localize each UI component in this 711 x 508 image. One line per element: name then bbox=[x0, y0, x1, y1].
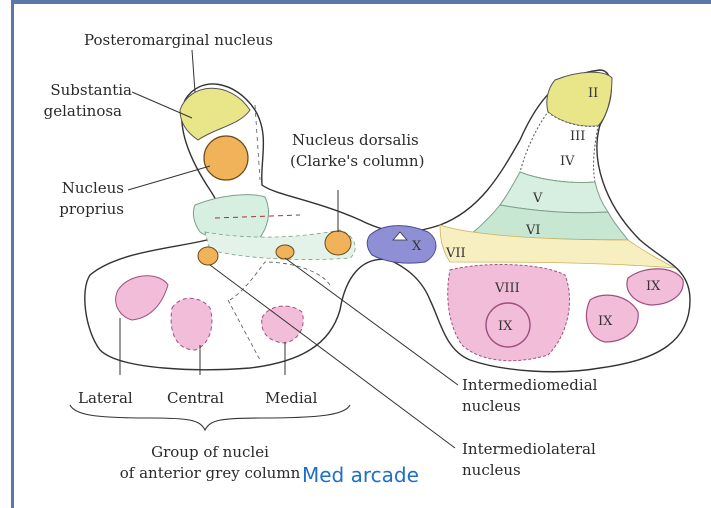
lamina-label-ix-c: IX bbox=[646, 279, 661, 294]
label-intermediomedial-line2: nucleus bbox=[462, 396, 521, 417]
label-nucleus-dorsalis-line1: Nucleus dorsalis bbox=[292, 130, 419, 151]
label-central: Central bbox=[167, 388, 224, 409]
lamina-x-region bbox=[367, 226, 436, 264]
label-substantia-gelatinosa-line1: Substantia bbox=[14, 80, 132, 101]
label-intermediomedial-line1: Intermediomedial bbox=[462, 375, 597, 396]
leader-nucleus-proprius bbox=[128, 166, 210, 190]
lamina-label-ix-a: IX bbox=[498, 319, 513, 334]
lamina-label-ii: II bbox=[588, 86, 598, 101]
clarkes-column-nucleus bbox=[325, 231, 351, 255]
lamina-label-viii: VIII bbox=[494, 281, 520, 296]
label-nucleus-proprius-line1: Nucleus bbox=[14, 178, 124, 199]
label-intermediolateral-line2: nucleus bbox=[462, 460, 521, 481]
lamina-label-iv: IV bbox=[560, 154, 575, 169]
intermediolateral-nucleus-shape bbox=[198, 247, 218, 265]
label-group-line1: Group of nuclei bbox=[110, 442, 310, 463]
label-intermediolateral-line1: Intermediolateral bbox=[462, 439, 596, 460]
leader-posteromarginal bbox=[192, 50, 195, 92]
lamina-label-iii: III bbox=[570, 129, 585, 144]
intermediomedial-nucleus-shape bbox=[276, 245, 294, 259]
substantia-gelatinosa-left bbox=[204, 136, 248, 180]
watermark-text: Med arcade bbox=[302, 463, 419, 487]
label-lateral: Lateral bbox=[78, 388, 133, 409]
label-substantia-gelatinosa-line2: gelatinosa bbox=[14, 101, 122, 122]
central-nuclei-group bbox=[171, 298, 212, 350]
lamina-label-v: V bbox=[532, 191, 543, 206]
nucleus-proprius-left bbox=[193, 195, 268, 242]
label-medial: Medial bbox=[265, 388, 317, 409]
label-nucleus-proprius-line2: proprius bbox=[14, 199, 124, 220]
lamina-label-x: X bbox=[412, 239, 422, 254]
label-group-line2: of anterior grey column bbox=[88, 463, 332, 484]
lamina-label-vi: VI bbox=[525, 223, 541, 238]
label-nucleus-dorsalis-line2: (Clarke's column) bbox=[290, 151, 424, 172]
lamina-label-vii: VII bbox=[445, 246, 466, 261]
lamina-label-ix-b: IX bbox=[598, 314, 613, 329]
label-posteromarginal-nucleus: Posteromarginal nucleus bbox=[84, 30, 273, 51]
